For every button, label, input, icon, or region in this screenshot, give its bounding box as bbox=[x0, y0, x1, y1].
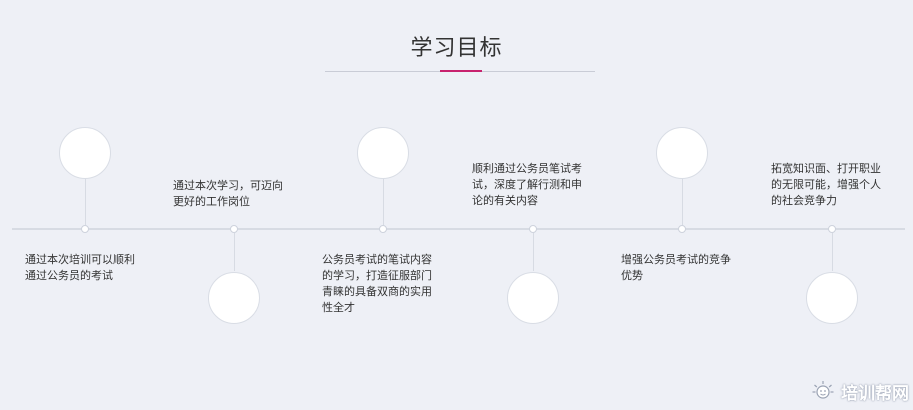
milestone-circle-1 bbox=[59, 127, 111, 179]
milestone-text-5: 增强公务员考试的竞争优势 bbox=[621, 253, 731, 282]
milestone-stem-3 bbox=[383, 179, 384, 225]
milestone-text-1: 通过本次培训可以顺利通过公务员的考试 bbox=[25, 253, 135, 282]
milestone-circle-4 bbox=[507, 272, 559, 324]
milestone-text-4: 顺利通过公务员笔试考试，深度了解行测和申论的有关内容 bbox=[472, 162, 582, 207]
milestone-stem-6 bbox=[832, 233, 833, 271]
milestone-circle-6 bbox=[806, 272, 858, 324]
page-title: 学习目标 bbox=[410, 36, 503, 61]
milestone-dot-5 bbox=[678, 225, 686, 233]
milestone-stem-1 bbox=[85, 179, 86, 225]
milestone-stem-4 bbox=[533, 233, 534, 271]
watermark-text: 培训帮网 bbox=[841, 383, 909, 404]
title-accent bbox=[440, 70, 482, 72]
milestone-circle-2 bbox=[208, 272, 260, 324]
milestone-circle-3 bbox=[357, 127, 409, 179]
milestone-dot-3 bbox=[379, 225, 387, 233]
milestone-dot-6 bbox=[828, 225, 836, 233]
milestone-dot-2 bbox=[230, 225, 238, 233]
milestone-dot-4 bbox=[529, 225, 537, 233]
milestone-stem-5 bbox=[682, 179, 683, 225]
milestone-circle-5 bbox=[656, 127, 708, 179]
milestone-text-6: 拓宽知识面、打开职业的无限可能，增强个人的社会竞争力 bbox=[771, 162, 881, 207]
milestone-text-3: 公务员考试的笔试内容的学习，打造征服部门青睐的具备双商的实用性全才 bbox=[322, 253, 432, 314]
milestone-dot-1 bbox=[81, 225, 89, 233]
watermark: 培训帮网 bbox=[811, 378, 909, 404]
milestone-stem-2 bbox=[234, 233, 235, 271]
milestone-text-2: 通过本次学习，可迈向更好的工作岗位 bbox=[173, 179, 283, 208]
sun-face-logo-icon bbox=[812, 381, 834, 399]
timeline-axis bbox=[12, 228, 905, 230]
